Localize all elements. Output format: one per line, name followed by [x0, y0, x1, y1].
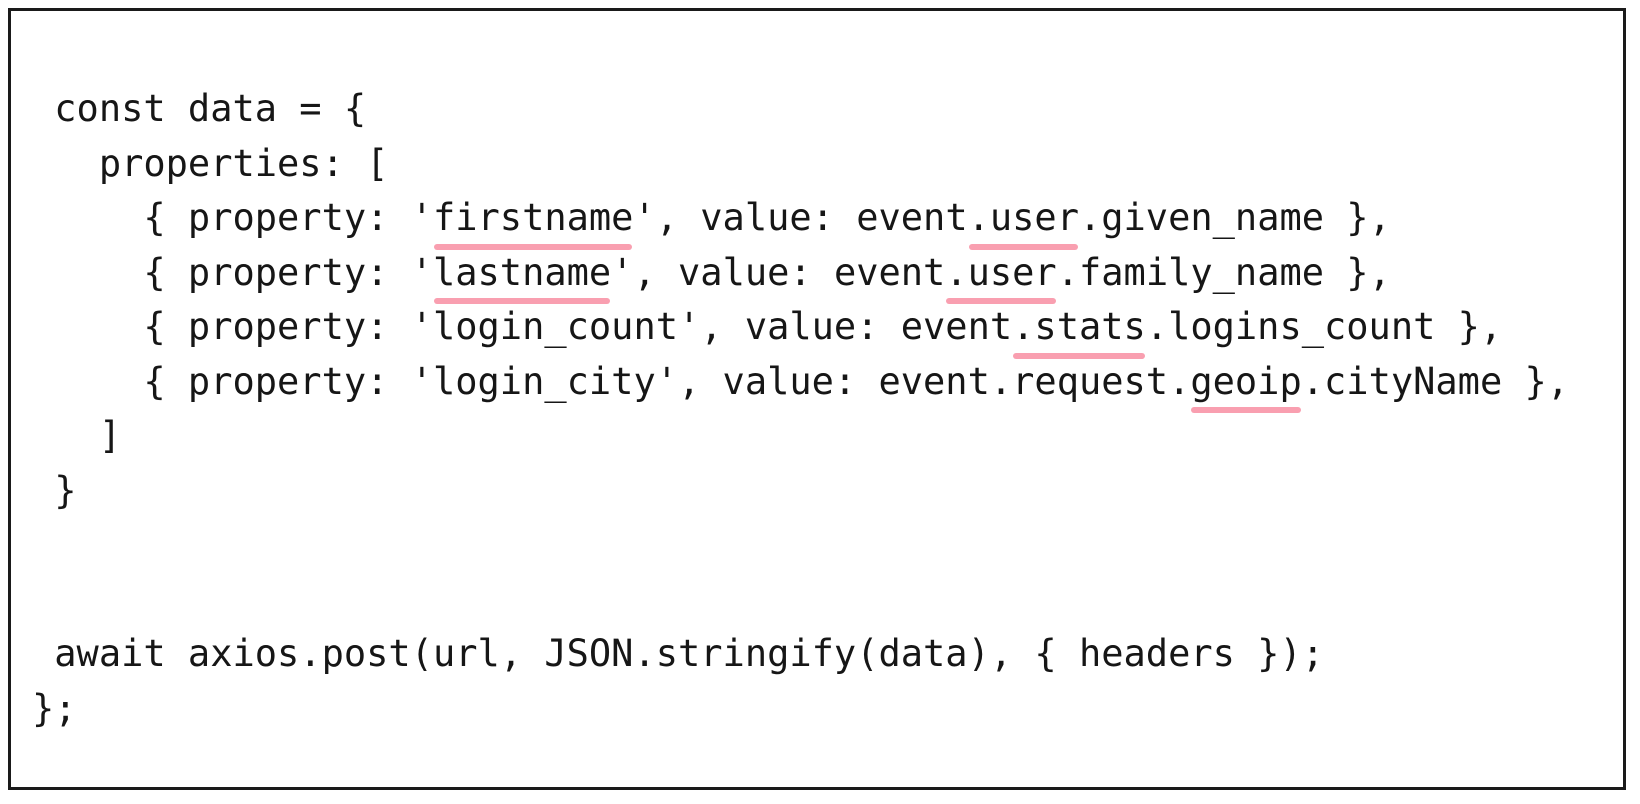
misspelled-token: .user: [968, 191, 1079, 249]
code-text: await axios.post(url, JSON.stringify(dat…: [32, 632, 1325, 675]
code-line: properties: [: [32, 137, 1623, 192]
code-line: [32, 573, 1623, 628]
code-line: const data = {: [32, 82, 1623, 137]
code-text: ', value: event: [633, 196, 968, 239]
code-line: { property: 'login_count', value: event.…: [32, 300, 1623, 358]
code-line: { property: 'firstname', value: event.us…: [32, 191, 1623, 249]
code-line: { property: 'login_city', value: event.r…: [32, 355, 1623, 413]
code-text: .logins_count },: [1145, 305, 1503, 348]
code-block: const data = { properties: [ { property:…: [11, 11, 1623, 736]
code-line: ]: [32, 409, 1623, 464]
code-text: ]: [32, 414, 122, 457]
code-text: .family_name },: [1056, 250, 1391, 294]
code-text: };: [32, 686, 77, 730]
code-line: }: [32, 464, 1623, 519]
code-text: .given_name },: [1078, 196, 1391, 239]
code-text: { property: 'login_city', value: event.r…: [32, 359, 1191, 403]
misspelled-token: lastname: [433, 246, 611, 304]
code-text: }: [32, 468, 77, 512]
code-line: { property: 'lastname', value: event.use…: [32, 246, 1623, 304]
code-line: };: [32, 682, 1623, 737]
code-text: properties: [: [32, 141, 389, 185]
code-frame: const data = { properties: [ { property:…: [8, 8, 1626, 790]
misspelled-token: .user: [945, 246, 1057, 304]
misspelled-token: firstname: [433, 191, 633, 249]
code-text: .cityName },: [1301, 359, 1570, 403]
code-text: { property: 'login_count', value: event: [32, 305, 1013, 348]
misspelled-token: geoip: [1190, 355, 1302, 413]
code-text: const data = {: [32, 87, 367, 130]
misspelled-token: .stats: [1012, 300, 1146, 358]
code-text: { property: ': [32, 250, 433, 294]
code-text: ', value: event: [611, 250, 946, 294]
code-line: [32, 518, 1623, 573]
code-text: { property: ': [32, 196, 433, 239]
code-line: await axios.post(url, JSON.stringify(dat…: [32, 627, 1623, 682]
